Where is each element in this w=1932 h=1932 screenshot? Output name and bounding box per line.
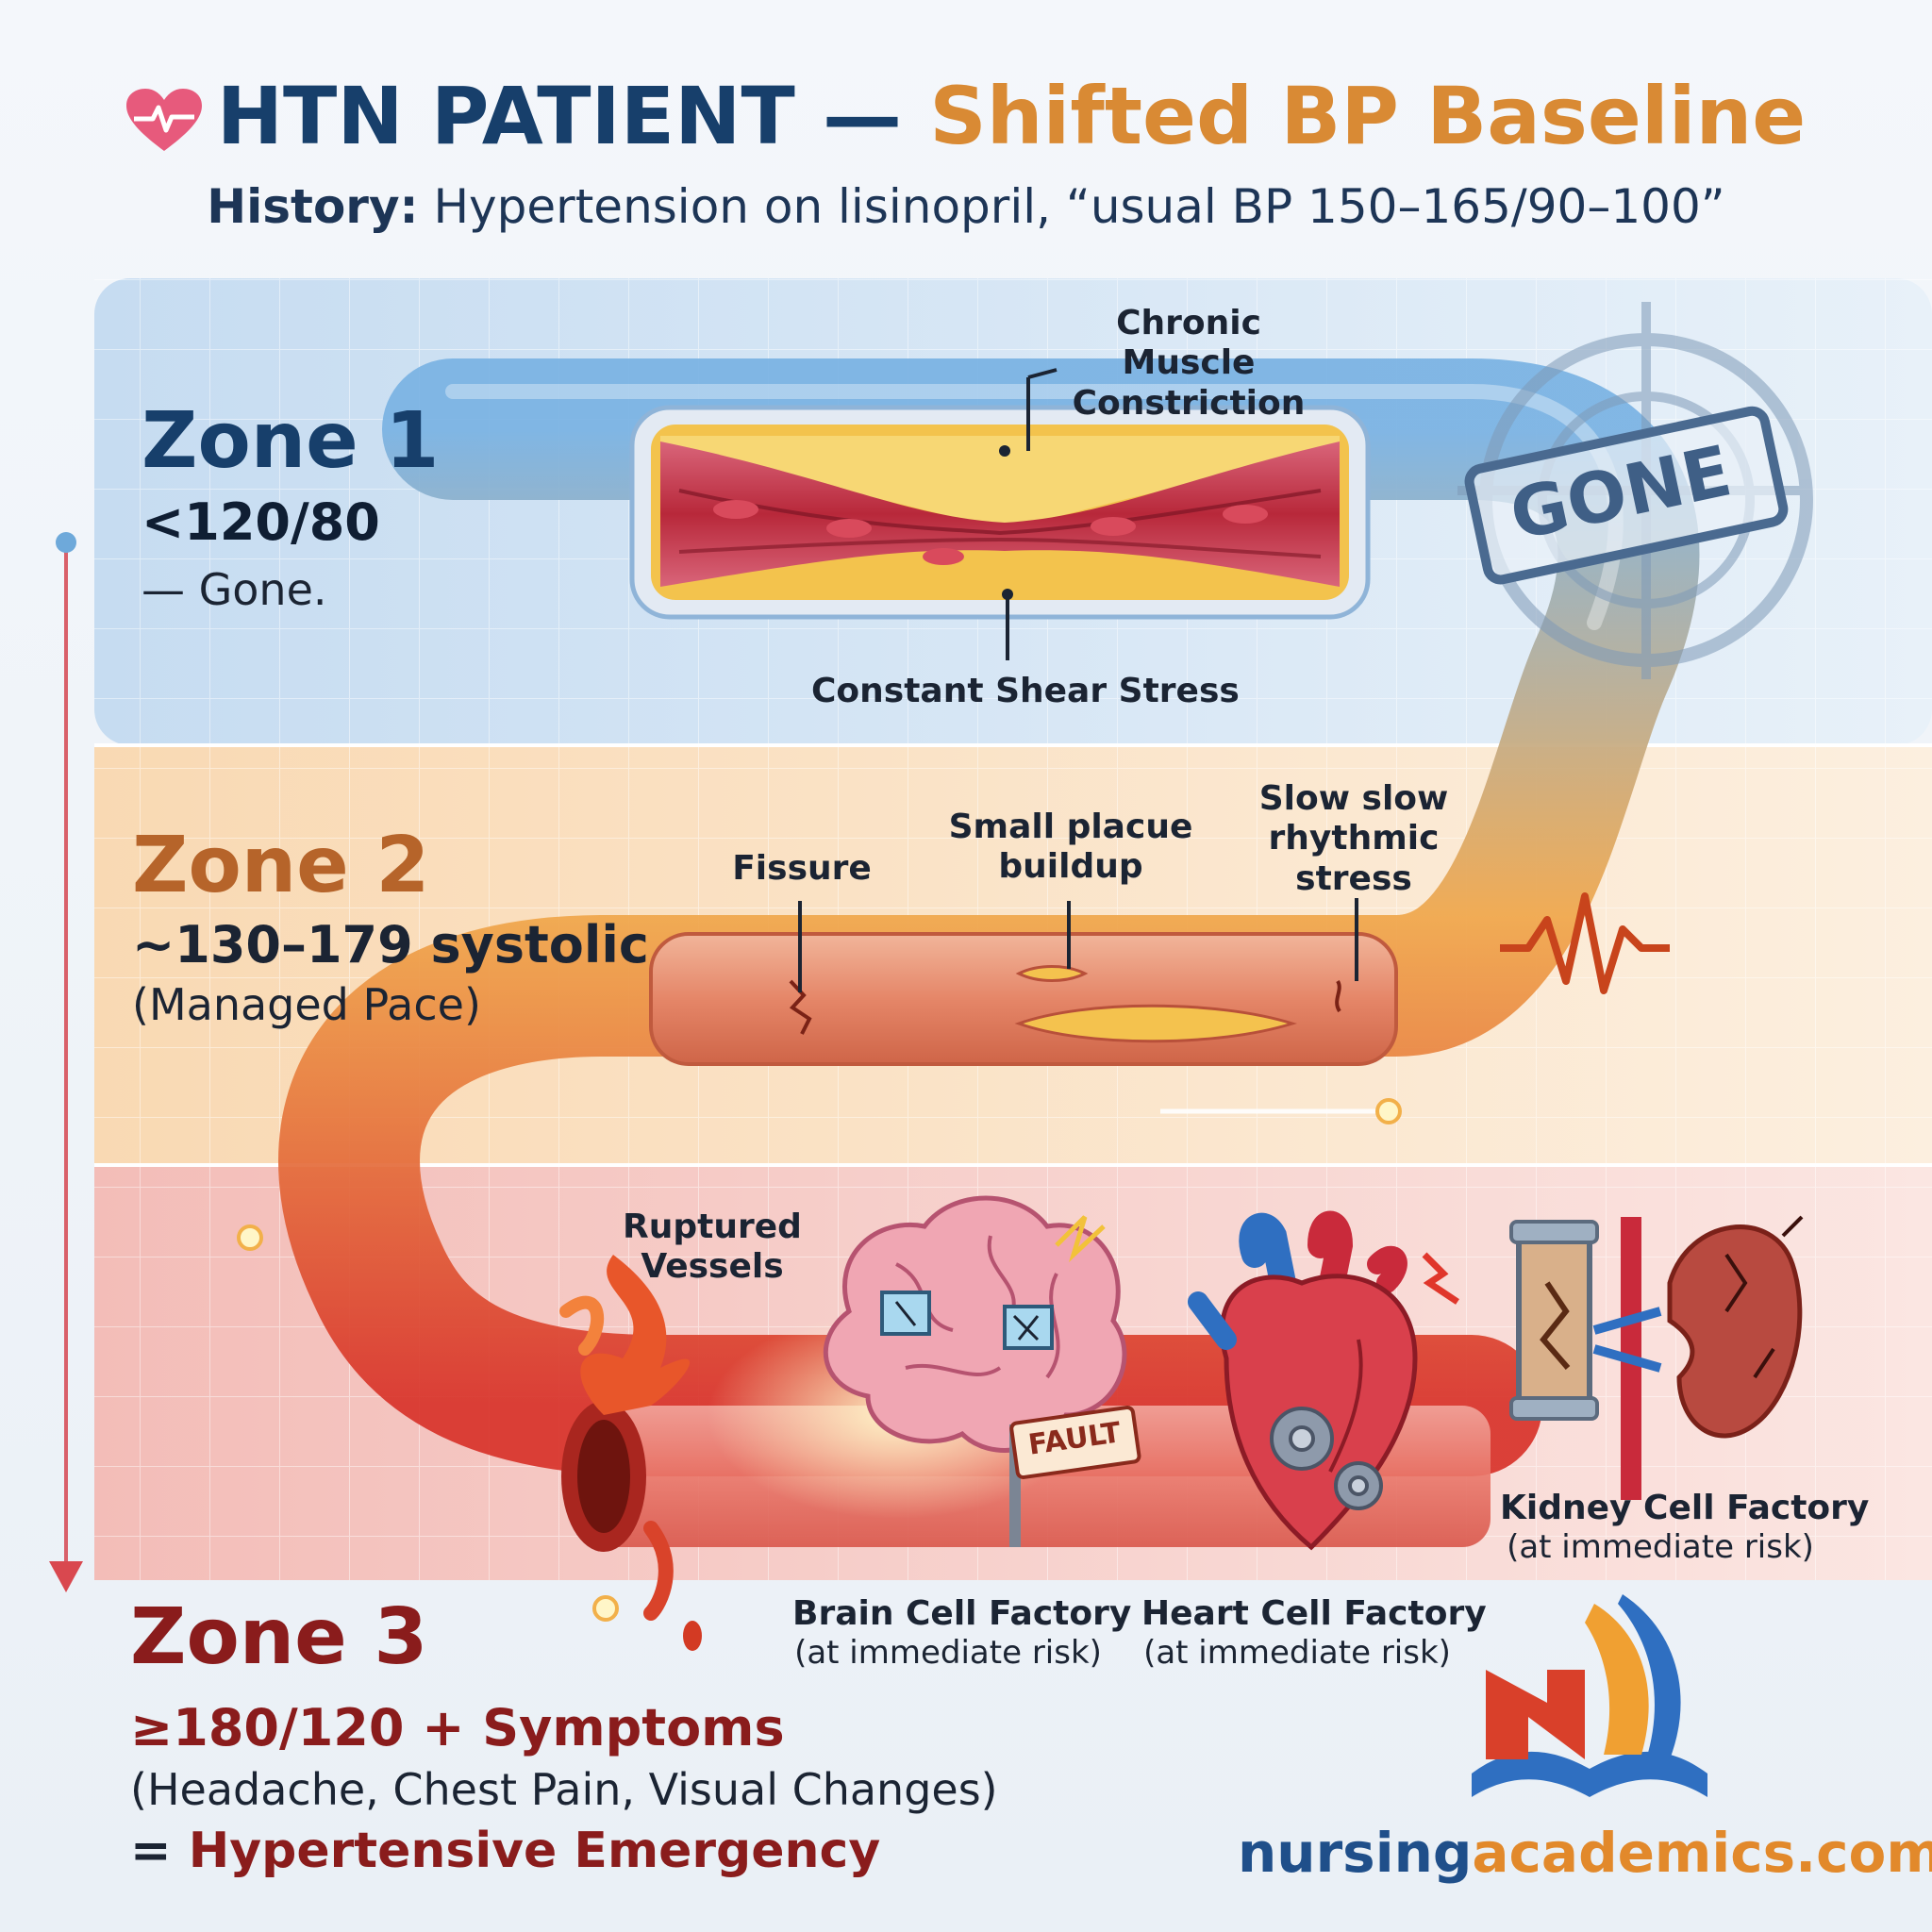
zone3-title: Zone 3 — [130, 1592, 428, 1682]
zone3-verdict: Hypertensive Emergency — [188, 1823, 881, 1879]
gear-icon — [1270, 1407, 1383, 1510]
brand-website[interactable]: nursingacademics.com — [1238, 1821, 1932, 1885]
zone3-symptoms: (Headache, Chest Pain, Visual Changes) — [130, 1764, 998, 1815]
brand-logo-icon — [1472, 1594, 1707, 1797]
brain-factory-risk: (at immediate risk) — [794, 1634, 1102, 1673]
history-text: Hypertension on lisinopril, “usual BP 15… — [433, 179, 1725, 234]
heart-factory-title: Heart Cell Factory — [1141, 1594, 1487, 1633]
label-ruptured-vessels: Ruptured Vessels — [623, 1208, 802, 1287]
lightning-icon — [1422, 1252, 1459, 1305]
fault-sign — [1009, 1406, 1141, 1479]
label-chronic-muscle: Chronic Muscle Constriction — [1072, 304, 1306, 423]
kidney-factory-risk: (at immediate risk) — [1507, 1528, 1814, 1567]
kidney-factory-title: Kidney Cell Factory — [1500, 1489, 1870, 1527]
rupture-splash-icon — [559, 1255, 702, 1651]
zone1-vessel — [629, 405, 1371, 620]
brand-part2: academics.com — [1472, 1821, 1932, 1885]
zone1-range: <120/80 — [142, 492, 380, 552]
heart-pulse-icon — [125, 89, 202, 152]
zone1-title: Zone 1 — [142, 396, 440, 486]
title-main: HTN PATIENT — — [216, 70, 902, 162]
zone3-verdict-line: = Hypertensive Emergency — [130, 1823, 880, 1879]
gone-stamp-frame — [1464, 406, 1789, 585]
zone1-note: — Gone. — [142, 564, 327, 615]
history-label: History: — [207, 179, 419, 234]
brand-part1: nursing — [1238, 1821, 1473, 1885]
kidney-icon — [1509, 1215, 1804, 1500]
zone2-vessel — [649, 932, 1398, 1066]
title-accent: Shifted BP Baseline — [929, 70, 1807, 162]
history-line: History: Hypertension on lisinopril, “us… — [0, 179, 1932, 234]
label-rhythmic-stress: Slow slow rhythmic stress — [1258, 779, 1449, 898]
zone2-note: (Managed Pace) — [132, 979, 481, 1030]
rhythm-wave-icon — [1500, 892, 1670, 994]
label-small-plaque: Small placue buildup — [948, 808, 1193, 887]
brain-factory-title: Brain Cell Factory — [792, 1594, 1132, 1633]
zone2-range: ~130–179 systolic — [132, 915, 649, 974]
heart-factory-label: Heart Cell Factory (at immediate risk) — [1141, 1594, 1487, 1673]
label-fissure: Fissure — [732, 849, 872, 888]
zone3-prefix: = — [130, 1823, 172, 1879]
zone2-title: Zone 2 — [132, 821, 430, 910]
brain-factory-label: Brain Cell Factory (at immediate risk) — [792, 1594, 1132, 1673]
kidney-factory-label: Kidney Cell Factory (at immediate risk) — [1500, 1489, 1870, 1567]
heart-factory-risk: (at immediate risk) — [1143, 1634, 1451, 1673]
zone3-range: ≥180/120 + Symptoms — [130, 1698, 785, 1757]
label-shear-stress: Constant Shear Stress — [811, 672, 1240, 710]
page-title: HTN PATIENT — Shifted BP Baseline — [0, 70, 1932, 162]
